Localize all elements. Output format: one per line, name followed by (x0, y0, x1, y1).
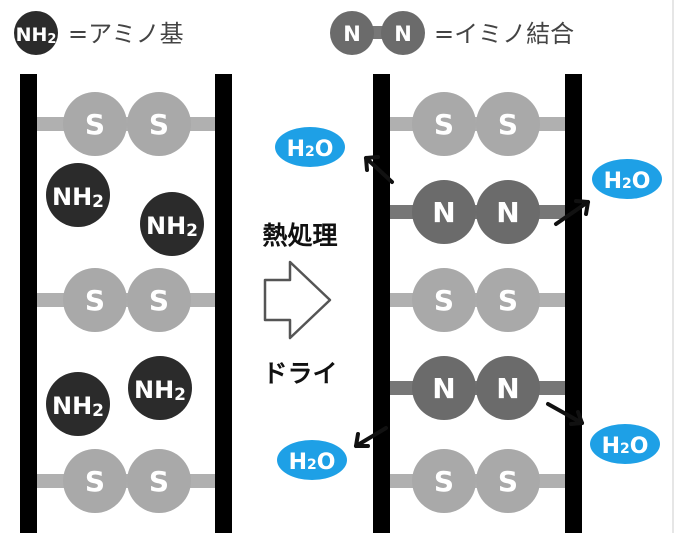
amino-group: NH2 (128, 356, 192, 420)
diagonal-arrow-icon (354, 426, 388, 448)
svg-text:NH2: NH2 (52, 183, 104, 212)
svg-text:S: S (498, 465, 518, 498)
disulfide-bond: S S (390, 449, 565, 513)
svg-text:S: S (85, 284, 105, 317)
outline-right-arrow-icon (263, 260, 332, 340)
left-structure: S S NH2 NH2 S S NH2 NH2 (20, 74, 232, 533)
left-rail-a (20, 74, 37, 533)
legend-imine-text: =イミノ結合 (434, 20, 574, 48)
svg-text:NH2: NH2 (52, 392, 104, 421)
imine-bond: N N (390, 356, 565, 420)
disulfide-bond: S S (37, 92, 215, 156)
diagonal-arrow-icon (546, 402, 584, 426)
svg-text:N: N (394, 22, 412, 46)
svg-text:N: N (496, 196, 519, 229)
svg-text:S: S (434, 284, 454, 317)
water-molecule: H2O (592, 159, 662, 199)
process-step: 熱処理 ドライ (262, 221, 337, 388)
svg-text:S: S (85, 108, 105, 141)
water-molecule: H2O (590, 424, 660, 464)
svg-text:H2O: H2O (604, 169, 651, 194)
edge-divider (672, 0, 674, 533)
amino-group: NH2 (46, 163, 110, 227)
svg-text:H2O: H2O (289, 450, 336, 475)
svg-text:N: N (432, 196, 455, 229)
water-molecule: H2O (275, 127, 345, 167)
process-label-heat: 熱処理 (262, 221, 337, 250)
amino-group: NH2 (46, 372, 110, 436)
imine-bond: N N (390, 180, 565, 244)
legend-imine-badge: N N (330, 11, 425, 55)
svg-text:S: S (85, 465, 105, 498)
disulfide-bond: S S (37, 449, 215, 513)
disulfide-bond: S S (390, 268, 565, 332)
disulfide-bond: S S (37, 268, 215, 332)
legend: NH2 =アミノ基 N N =イミノ結合 (14, 11, 574, 55)
svg-text:S: S (434, 465, 454, 498)
diagonal-arrow-icon (554, 199, 590, 226)
svg-text:S: S (149, 108, 169, 141)
left-rail-b (215, 74, 232, 533)
svg-text:N: N (432, 372, 455, 405)
svg-text:H2O: H2O (287, 137, 334, 162)
legend-amino-badge: NH2 (14, 11, 58, 55)
svg-text:NH2: NH2 (134, 376, 186, 405)
svg-text:H2O: H2O (602, 434, 649, 459)
right-structure: S S N N S S N N S (275, 74, 662, 533)
right-rail-a (373, 74, 390, 533)
amino-group: NH2 (140, 192, 204, 256)
svg-text:S: S (149, 284, 169, 317)
svg-text:N: N (343, 22, 361, 46)
svg-text:N: N (496, 372, 519, 405)
process-label-dry: ドライ (262, 359, 337, 388)
svg-text:S: S (434, 108, 454, 141)
svg-text:S: S (149, 465, 169, 498)
diagonal-arrow-icon (364, 155, 394, 184)
disulfide-bond: S S (390, 92, 565, 156)
water-molecule: H2O (277, 440, 347, 480)
svg-text:S: S (498, 108, 518, 141)
svg-text:NH2: NH2 (16, 24, 57, 47)
svg-text:NH2: NH2 (146, 212, 198, 241)
legend-amino-text: =アミノ基 (68, 20, 184, 48)
svg-text:S: S (498, 284, 518, 317)
right-rail-b (565, 74, 582, 533)
